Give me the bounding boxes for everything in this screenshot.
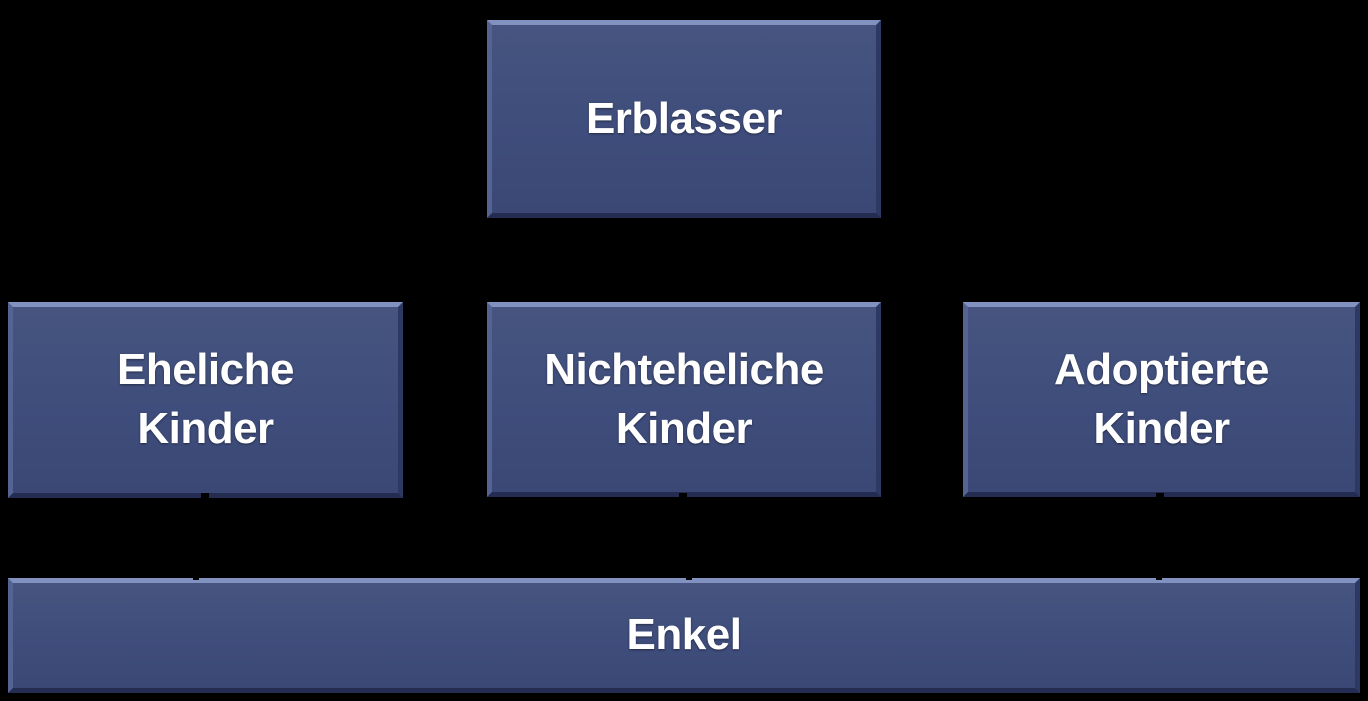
diagram-node-eheliche-kinder: Eheliche Kinder	[8, 302, 403, 498]
node-label-enkel: Enkel	[626, 610, 742, 660]
connector-stub	[201, 493, 209, 500]
diagram-node-erblasser: Erblasser	[487, 20, 881, 218]
connector-stub	[1156, 576, 1162, 580]
node-label-nichteheliche-kinder: Nichteheliche Kinder	[544, 344, 824, 453]
diagram-node-adoptierte-kinder: Adoptierte Kinder	[963, 302, 1360, 497]
connector-stub	[686, 576, 692, 580]
connector-stub	[1156, 493, 1164, 500]
connector-stub	[679, 493, 687, 500]
connector-stub	[193, 576, 199, 580]
node-label-adoptierte-kinder: Adoptierte Kinder	[1054, 344, 1270, 453]
node-label-erblasser: Erblasser	[585, 93, 783, 143]
diagram-node-nichteheliche-kinder: Nichteheliche Kinder	[487, 302, 881, 497]
node-label-eheliche-kinder: Eheliche Kinder	[117, 345, 294, 453]
diagram-node-enkel: Enkel	[8, 578, 1360, 693]
